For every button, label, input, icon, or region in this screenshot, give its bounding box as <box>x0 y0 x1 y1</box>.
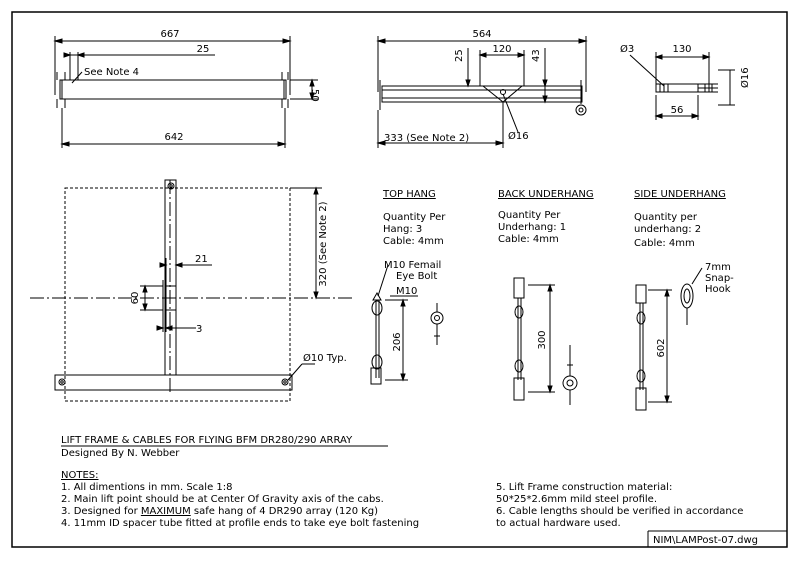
dim-end-offset: 25 <box>197 44 210 55</box>
dim-bolt-spacing: 642 <box>164 132 183 143</box>
back-underhang-spec: BACK UNDERHANG Quantity Per Underhang: 1… <box>498 189 594 245</box>
note-3: 3. Designed for MAXIMUM safe hang of 4 D… <box>61 506 378 517</box>
side-underhang-title: SIDE UNDERHANG <box>634 189 726 200</box>
side-underhang-length: 602 <box>656 338 667 357</box>
snap-hook-callout-3: Hook <box>705 284 731 295</box>
top-hang-cable: Cable: 4mm <box>383 236 444 247</box>
dim-overall-width: 667 <box>160 29 179 40</box>
note-6: 6. Cable lengths should be verified in a… <box>496 506 743 517</box>
drawing-title: LIFT FRAME & CABLES FOR FLYING BFM DR280… <box>61 435 353 446</box>
dim-upright-width: 21 <box>195 254 208 265</box>
note-4-callout: See Note 4 <box>84 67 139 78</box>
snap-hook-callout-2: Snap- <box>705 273 734 284</box>
note-2: 2. Main lift point should be at Center O… <box>61 494 384 505</box>
back-underhang-title: BACK UNDERHANG <box>498 189 594 200</box>
side-underhang-assembly <box>635 267 703 411</box>
dim-frame-height: 50 <box>309 89 320 102</box>
top-hang-title: TOP HANG <box>382 189 436 200</box>
dim-plate-height: 60 <box>130 292 141 305</box>
top-hang-assembly <box>370 264 444 385</box>
dim-side-right: 43 <box>531 49 542 62</box>
dim-gap: 3 <box>196 324 202 335</box>
side-underhang-spec: SIDE UNDERHANG Quantity per underhang: 2… <box>634 189 726 249</box>
dim-plate-width: 120 <box>492 44 511 55</box>
side-underhang-count: underhang: 2 <box>634 224 701 235</box>
dim-side-left: 25 <box>454 49 465 62</box>
dim-hole-typ: Ø10 Typ. <box>303 352 347 364</box>
back-underhang-count: Underhang: 1 <box>498 222 566 233</box>
back-underhang-qty: Quantity Per <box>498 210 561 221</box>
back-underhang-cable: Cable: 4mm <box>498 234 559 245</box>
top-hang-qty: Quantity Per <box>383 212 446 223</box>
top-hang-length: 206 <box>392 332 403 351</box>
note-4: 4. 11mm ID spacer tube fitted at profile… <box>61 518 419 529</box>
eye-bolt-callout-1: M10 Femail <box>384 260 441 271</box>
side-underhang-cable: Cable: 4mm <box>634 238 695 249</box>
side-view <box>376 36 588 148</box>
top-view <box>53 36 318 148</box>
back-underhang-assembly <box>513 277 578 405</box>
note-5-material: 50*25*2.6mm mild steel profile. <box>496 494 657 505</box>
note-1: 1. All dimentions in mm. Scale 1:8 <box>61 482 233 493</box>
bolt-detail <box>629 52 735 120</box>
snap-hook-callout-1: 7mm <box>705 262 731 273</box>
file-reference: NIM\LAMPost-07.dwg <box>653 535 758 546</box>
note-6-cont: to actual hardware used. <box>496 518 621 529</box>
designer-credit: Designed By N. Webber <box>61 448 180 459</box>
note-5: 5. Lift Frame construction material: <box>496 482 672 493</box>
back-underhang-length: 300 <box>537 330 548 349</box>
dim-side-overall: 564 <box>472 29 491 40</box>
plan-view <box>30 179 355 402</box>
dim-bolt-shaft: 56 <box>671 105 684 116</box>
drawing-border <box>11 11 788 548</box>
side-underhang-qty: Quantity per <box>634 212 698 223</box>
eye-bolt-callout-2: Eye Bolt <box>396 271 437 282</box>
dim-bolt-head: Ø16 <box>739 67 751 88</box>
dim-bolt-length: 130 <box>672 44 691 55</box>
top-hang-count: Hang: 3 <box>383 224 422 235</box>
top-hang-spec: TOP HANG Quantity Per Hang: 3 Cable: 4mm <box>382 189 446 247</box>
dim-bolt-diameter: Ø3 <box>620 43 634 55</box>
m10-label: M10 <box>396 286 417 297</box>
dim-note-2-offset: 333 (See Note 2) <box>384 133 469 144</box>
dim-note-2-height: 320 (See Note 2) <box>318 201 329 286</box>
notes-heading: NOTES: <box>61 470 99 481</box>
dim-hole-diameter: Ø16 <box>508 130 529 142</box>
